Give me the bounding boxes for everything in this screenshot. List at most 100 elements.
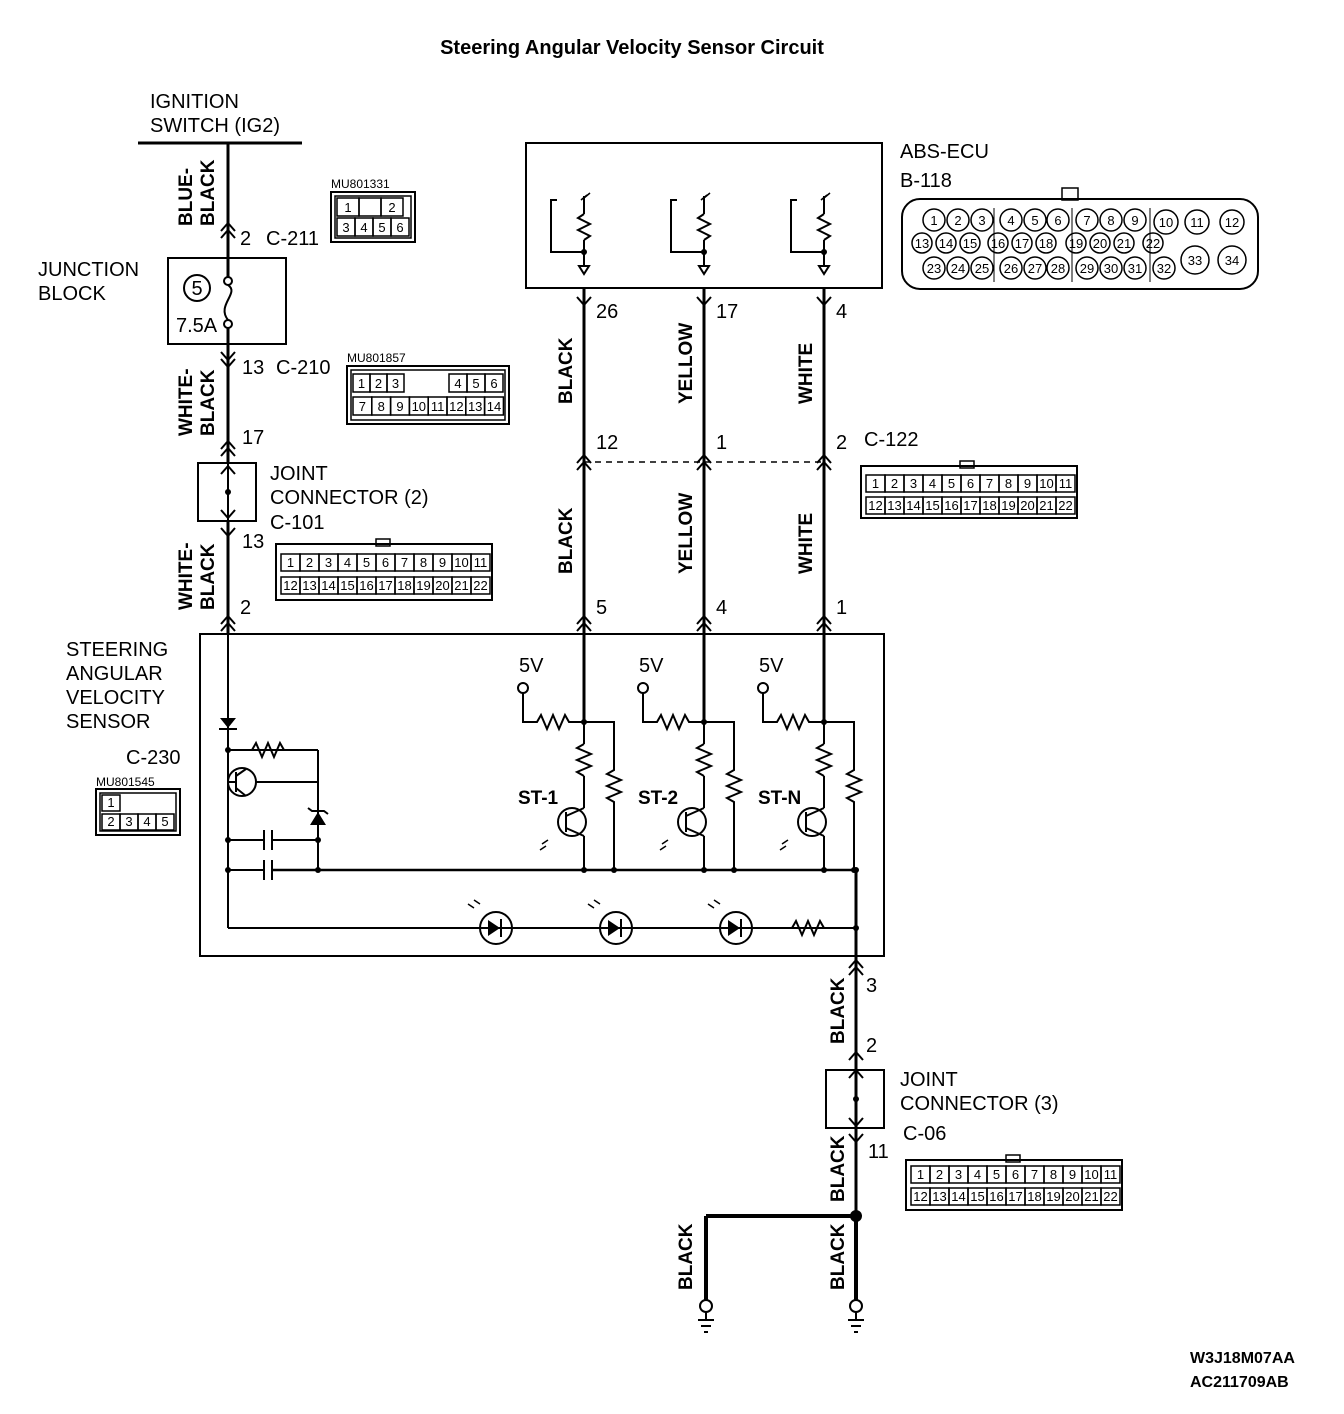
channel-label: ST-2 — [638, 788, 678, 809]
connector-cell-label: 7 — [1031, 1167, 1038, 1182]
c122-pin-number: 2 — [836, 432, 847, 454]
ecu-pin — [999, 208, 1023, 232]
led-symbol — [599, 911, 633, 945]
connector-cell-label: 3 — [342, 220, 349, 235]
fuse-number: 5 — [191, 278, 202, 300]
ecu-pin — [1099, 256, 1123, 280]
ecu-pin-label: 5 — [1031, 213, 1038, 228]
connector-cell-label: 10 — [412, 399, 426, 414]
connector-cell-label: 8 — [1050, 1167, 1057, 1182]
ecu-pin-label: 2 — [954, 213, 961, 228]
phototransistor — [677, 807, 707, 837]
sensor-label-3: VELOCITY — [66, 687, 165, 709]
junction-block: JUNCTION BLOCK 5 7.5A — [38, 257, 287, 345]
shunt-resistor — [824, 721, 864, 870]
diagram-title: Steering Angular Velocity Sensor Circuit — [440, 37, 824, 59]
wire-color-label-upper: YELLOW — [676, 323, 697, 404]
connector-cell — [386, 373, 405, 393]
connector-cell — [390, 217, 410, 237]
connector-cell — [358, 197, 382, 217]
ecu-pin — [970, 208, 994, 232]
ecu-pin — [1011, 232, 1033, 254]
wire-label-black-upper: BLACK — [198, 369, 219, 436]
connector-cell-label: 21 — [1039, 498, 1053, 513]
connector-cell-label: 2 — [891, 476, 898, 491]
pullup-resistor — [814, 743, 834, 777]
phototransistor — [557, 807, 587, 837]
joint-connector-2: JOINT CONNECTOR (2) C-101 — [197, 462, 429, 534]
ecu-pin-label: 14 — [939, 236, 953, 251]
connector-cell-label: 9 — [1069, 1167, 1076, 1182]
ignition-switch-label-1: IGNITION — [150, 91, 239, 113]
ecu-pin-label: 32 — [1157, 261, 1171, 276]
ecu-pin — [1089, 232, 1111, 254]
ecu-pin-label: 3 — [978, 213, 985, 228]
jc2-label-2: CONNECTOR (2) — [270, 487, 429, 509]
sensor-label-1: STEERING — [66, 639, 168, 661]
abs-ecu: ABS-ECU B-118 — [525, 141, 989, 289]
connector-cell-label: 20 — [1020, 498, 1034, 513]
connector-cell — [470, 553, 491, 572]
ecu-pin-label: 34 — [1225, 253, 1239, 268]
zener-diode-symbol — [310, 812, 326, 825]
sensor-label-4: SENSOR — [66, 711, 150, 733]
abs-ecu-label: ABS-ECU — [900, 141, 989, 163]
connector-cell — [380, 197, 404, 217]
ecu-pin — [999, 256, 1023, 280]
connector-cell-label: 3 — [392, 376, 399, 391]
ecu-pin-label: 11 — [1190, 215, 1204, 230]
ecu-pin-label: 15 — [963, 236, 977, 251]
ignition-switch-label-2: SWITCH (IG2) — [150, 115, 280, 137]
ecu-pin-label: 33 — [1188, 253, 1202, 268]
pin-label-c210: 13 — [242, 357, 264, 379]
connector-cell-label: 10 — [1084, 1167, 1098, 1182]
supply-terminal — [517, 682, 529, 694]
pin-label-sensor-gnd: 3 — [866, 975, 877, 997]
connector-cell-label: 22 — [1103, 1189, 1117, 1204]
connector-cell-label: 22 — [473, 578, 487, 593]
ecu-pin-label: 23 — [927, 261, 941, 276]
ecu-pin — [1023, 208, 1047, 232]
connector-label-c211: C-211 — [266, 228, 319, 250]
connector-cell-label: 5 — [363, 555, 370, 570]
connector-cell-label: 5 — [472, 376, 479, 391]
ecu-pin — [935, 232, 957, 254]
ecu-pin-number: 26 — [596, 301, 618, 323]
junction-block-label-1: JUNCTION — [38, 259, 139, 281]
ecu-pin — [1075, 208, 1099, 232]
connector-cell-label: 8 — [378, 399, 385, 414]
ground-symbol-right — [849, 1299, 863, 1313]
ecu-pin — [1142, 232, 1164, 254]
connector-cell-label: 9 — [396, 399, 403, 414]
pullup-resistor — [694, 743, 714, 777]
connector-cell-label: 3 — [955, 1167, 962, 1182]
connector-cell-label: 16 — [989, 1189, 1003, 1204]
ecu-pin-label: 17 — [1015, 236, 1029, 251]
connector-cell-label: 2 — [107, 814, 114, 829]
wire-label-white-upper: WHITE- — [176, 368, 197, 436]
ecu-pin-label: 29 — [1080, 261, 1094, 276]
connector-cell-label: 15 — [970, 1189, 984, 1204]
connector-cell-label: 11 — [474, 555, 488, 570]
jc3-connector-id: C-06 — [903, 1123, 946, 1145]
ecu-pin — [1184, 209, 1210, 235]
ecu-pin — [911, 232, 933, 254]
connector-cell-label: 16 — [359, 578, 373, 593]
ecu-pin-label: 19 — [1069, 236, 1083, 251]
connector-cell-label: 4 — [454, 376, 461, 391]
pin-label-c211: 2 — [240, 228, 251, 250]
junction-block-label-2: BLOCK — [38, 283, 106, 305]
ecu-pin-number: 17 — [716, 301, 738, 323]
connector-cell-label: 6 — [1012, 1167, 1019, 1182]
fuse-symbol — [223, 284, 233, 321]
supply-voltage-label: 5V — [519, 655, 544, 677]
pin-label-jc3-out: 11 — [868, 1141, 889, 1163]
ecu-pin — [1099, 208, 1123, 232]
connector-cell-label: 11 — [1059, 476, 1073, 491]
connector-cell-label: 13 — [887, 498, 901, 513]
connector-cell — [1100, 1187, 1121, 1206]
